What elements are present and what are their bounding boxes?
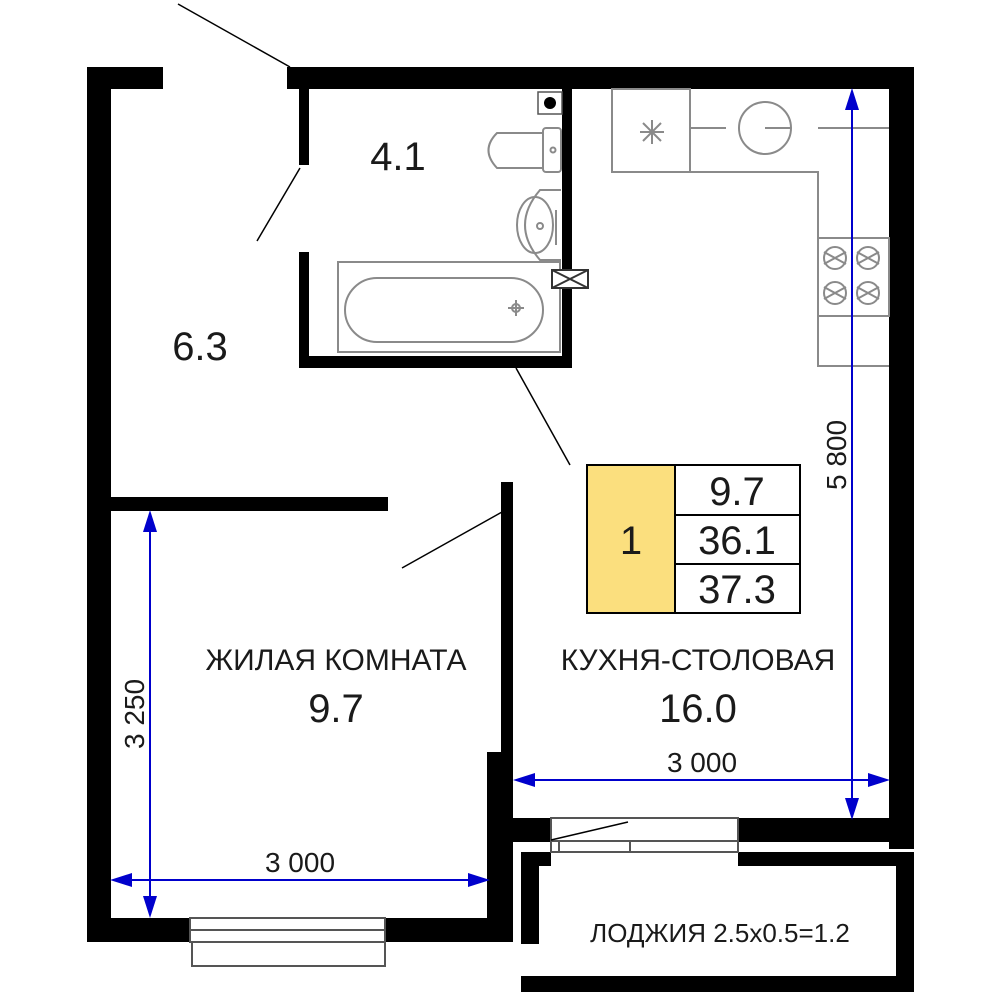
heated-towel-rail: [551, 269, 589, 289]
loggia-wall-right: [896, 852, 914, 992]
loggia-wall-bottom: [521, 976, 914, 992]
living-wall-bottom-left: [87, 918, 190, 942]
room-labels: 4.1 6.3 ЖИЛАЯ КОМНАТА 9.7 КУХНЯ-СТОЛОВАЯ…: [172, 135, 850, 948]
hall-living-partition: [111, 497, 388, 511]
loggia-wall-top-right: [738, 852, 914, 866]
bathtub: [337, 261, 561, 353]
bathroom-area: 4.1: [370, 135, 426, 179]
kitchen-fixtures: [611, 88, 890, 367]
dimension-labels: 3 250 3 000 3 000 5 800: [119, 420, 852, 878]
summary-total-area: 36.1: [698, 519, 776, 563]
bath-wall-left-top: [299, 89, 309, 165]
dim-kitchen-width-label: 3 000: [667, 747, 737, 778]
loggia-wall-top-left: [521, 852, 551, 866]
door-swings: [177, 3, 629, 841]
walls: [87, 67, 914, 992]
kitchen-name: КУХНЯ-СТОЛОВАЯ: [561, 644, 836, 677]
living-wall-bottom-right: [385, 918, 513, 942]
living-room-name: ЖИЛАЯ КОМНАТА: [205, 644, 466, 677]
summary-living-area: 9.7: [709, 470, 765, 514]
living-room-area: 9.7: [308, 687, 364, 731]
outer-wall-top: [287, 67, 914, 89]
dim-living-height-label: 3 250: [119, 679, 150, 749]
bathroom-door-line: [256, 167, 301, 242]
toilet: [487, 127, 562, 173]
hall-area: 6.3: [172, 325, 228, 369]
dim-living-width-label: 3 000: [265, 847, 335, 878]
dim-living-width: [110, 873, 490, 887]
bathroom-fixtures: [337, 91, 589, 353]
loggia-door-line: [550, 821, 629, 841]
loggia-wall-left: [521, 852, 539, 944]
outer-wall-top-left: [87, 67, 163, 89]
bath-wall-left-bottom: [299, 252, 309, 366]
dim-living-height: [143, 510, 157, 918]
rooms-count: 1: [620, 519, 642, 563]
ventilation-dot: [544, 97, 556, 109]
kitchen-wall-bottom-right: [738, 818, 914, 842]
gas-icon: [640, 120, 664, 144]
bath-wall-right: [562, 89, 572, 368]
living-window: [189, 917, 386, 967]
kitchen-wall-bottom-left: [513, 818, 551, 842]
loggia-label: ЛОДЖИЯ 2.5x0.5=1.2: [590, 918, 850, 948]
kitchen-sink: [738, 101, 792, 155]
stove: [817, 237, 890, 317]
summary-total-with-loggia: 37.3: [698, 568, 776, 612]
kitchen-area: 16.0: [659, 687, 737, 731]
dimension-lines: [110, 88, 890, 918]
entrance-door-line: [177, 3, 291, 68]
total-loggia-cell: [674, 563, 801, 614]
apartment-summary: 1 9.7 36.1 37.3: [586, 464, 801, 614]
living-door-line: [401, 511, 503, 569]
dim-total-height-label: 5 800: [821, 420, 852, 490]
dim-kitchen-width: [513, 773, 890, 787]
partition-lower: [487, 752, 513, 942]
total-area-cell: [674, 514, 801, 565]
living-area-cell: [674, 464, 801, 516]
outer-wall-right: [889, 67, 914, 849]
loggia-door-window: [550, 817, 739, 853]
partition-upper: [501, 482, 513, 752]
dim-total-height: [845, 88, 859, 820]
windows: [189, 817, 739, 967]
outer-wall-left: [87, 67, 111, 933]
fridge: [611, 88, 691, 173]
sink: [516, 189, 561, 261]
kitchen-door-line: [515, 367, 571, 466]
bath-wall-bottom: [299, 356, 572, 368]
